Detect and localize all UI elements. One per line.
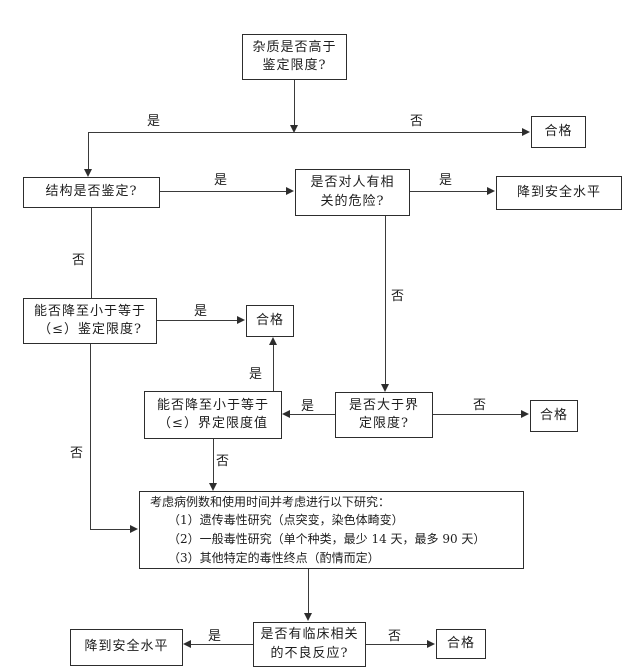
edge-clinical-to-qualified bbox=[366, 644, 428, 646]
edge-greater-to-qualified bbox=[433, 414, 521, 416]
arrowhead-up bbox=[269, 337, 277, 345]
arrowhead-left bbox=[183, 640, 191, 648]
node-text-line: （≤）鉴定限度? bbox=[38, 322, 142, 337]
arrowhead-right bbox=[130, 525, 138, 533]
edge-quallimit-up bbox=[273, 345, 275, 391]
edge-label-no: 否 bbox=[391, 289, 405, 304]
arrowhead-right bbox=[427, 640, 435, 648]
arrowhead-right bbox=[286, 187, 294, 195]
edge-quallimit-down bbox=[213, 439, 215, 483]
node-structure-question: 结构是否鉴定? bbox=[23, 177, 160, 208]
node-reduce-to-safe-level-1: 降到安全水平 bbox=[496, 176, 622, 210]
node-text-line: 能否降至小于等于 bbox=[156, 397, 269, 413]
edge-branch-left-down bbox=[88, 132, 90, 169]
node-text-line: 合格 bbox=[446, 635, 475, 651]
edge-clinical-to-safe bbox=[191, 644, 253, 646]
edge-idlimit-to-qualified bbox=[157, 320, 238, 322]
node-reduce-to-safe-level-2: 降到安全水平 bbox=[70, 629, 183, 666]
edge-human-to-safe bbox=[410, 191, 488, 193]
arrowhead-right bbox=[521, 410, 529, 418]
arrowhead-down bbox=[290, 125, 298, 133]
arrowhead-down bbox=[381, 384, 389, 392]
node-text-line: 是否有临床相关 bbox=[260, 627, 359, 643]
node-text-line: 合格 bbox=[544, 123, 573, 139]
edge-label-no: 否 bbox=[216, 454, 230, 469]
edge-label-yes: 是 bbox=[147, 114, 161, 129]
arrowhead-down bbox=[304, 613, 312, 621]
node-human-risk-question: 是否对人有相 关的危险? bbox=[295, 169, 410, 216]
node-qualified-mid: 合格 bbox=[246, 305, 294, 337]
node-text-line: 是否大于界 bbox=[348, 397, 419, 413]
edge-studies-down bbox=[308, 569, 310, 613]
studies-item-1: （1）遗传毒性研究（点突变，染色体畸变） bbox=[168, 513, 404, 528]
arrowhead-right bbox=[522, 128, 530, 136]
node-text-line: 的不良反应? bbox=[270, 645, 349, 661]
edge-label-no: 否 bbox=[72, 253, 86, 268]
node-above-qualification-limit-question: 是否大于界 定限度? bbox=[335, 392, 433, 438]
edge-label-no: 否 bbox=[473, 398, 487, 413]
edge-label-yes: 是 bbox=[301, 399, 315, 414]
edge-label-yes: 是 bbox=[214, 173, 228, 188]
edge-label-no: 否 bbox=[410, 114, 424, 129]
arrowhead-right bbox=[487, 187, 495, 195]
arrowhead-left bbox=[282, 410, 290, 418]
edge-impurity-down bbox=[294, 80, 296, 126]
node-reduce-below-identification-limit: 能否降至小于等于 （≤）鉴定限度? bbox=[23, 298, 157, 344]
edge-idlimit-long-down bbox=[90, 344, 92, 530]
edge-label-yes: 是 bbox=[249, 367, 263, 382]
node-clinical-question: 是否有临床相关 的不良反应? bbox=[253, 622, 366, 667]
node-impurity-question: 杂质是否高于 鉴定限度? bbox=[242, 34, 347, 80]
arrowhead-down bbox=[209, 483, 217, 491]
edge-greater-to-quallimit bbox=[290, 414, 335, 416]
edge-branch-horizontal bbox=[88, 132, 523, 134]
studies-heading: 考虑病例数和使用时间并考虑进行以下研究： bbox=[150, 494, 391, 509]
node-text-line: （≤）界定限度值 bbox=[158, 416, 268, 431]
node-reduce-below-qualification-limit: 能否降至小于等于 （≤）界定限度值 bbox=[144, 391, 282, 439]
node-text-line: 降到安全水平 bbox=[84, 639, 169, 655]
edge-label-no: 否 bbox=[388, 629, 402, 644]
studies-item-3: （3）其他特定的毒性终点（酌情而定） bbox=[168, 550, 380, 565]
arrowhead-right bbox=[237, 316, 245, 324]
node-text-line: 降到安全水平 bbox=[516, 184, 601, 200]
node-qualified-top: 合格 bbox=[531, 116, 586, 148]
edge-structure-to-human bbox=[160, 191, 287, 193]
edge-label-no: 否 bbox=[70, 446, 84, 461]
edge-label-yes: 是 bbox=[208, 629, 222, 644]
node-text-line: 定限度? bbox=[359, 416, 409, 431]
node-qualified-right: 合格 bbox=[530, 400, 578, 432]
node-text-line: 合格 bbox=[255, 312, 284, 328]
node-text-line: 合格 bbox=[539, 407, 568, 423]
edge-idlimit-to-studies bbox=[90, 529, 130, 531]
node-studies-list: 考虑病例数和使用时间并考虑进行以下研究： （1）遗传毒性研究（点突变，染色体畸变… bbox=[139, 491, 524, 569]
edge-structure-down bbox=[91, 208, 93, 298]
arrowhead-down bbox=[84, 169, 92, 177]
node-text-line: 关的危险? bbox=[320, 193, 385, 209]
edge-label-yes: 是 bbox=[194, 304, 208, 319]
node-qualified-bottom: 合格 bbox=[436, 629, 486, 659]
edge-human-down bbox=[385, 216, 387, 385]
studies-item-2: （2）一般毒性研究（单个种类，最少 14 天，最多 90 天） bbox=[168, 532, 486, 546]
node-text-line: 能否降至小于等于 bbox=[33, 303, 146, 319]
node-text-line: 是否对人有相 bbox=[310, 175, 395, 191]
node-text-line: 鉴定限度? bbox=[262, 58, 327, 73]
node-text-line: 结构是否鉴定? bbox=[45, 184, 138, 200]
node-text-line: 杂质是否高于 bbox=[252, 39, 337, 55]
edge-label-yes: 是 bbox=[439, 173, 453, 188]
